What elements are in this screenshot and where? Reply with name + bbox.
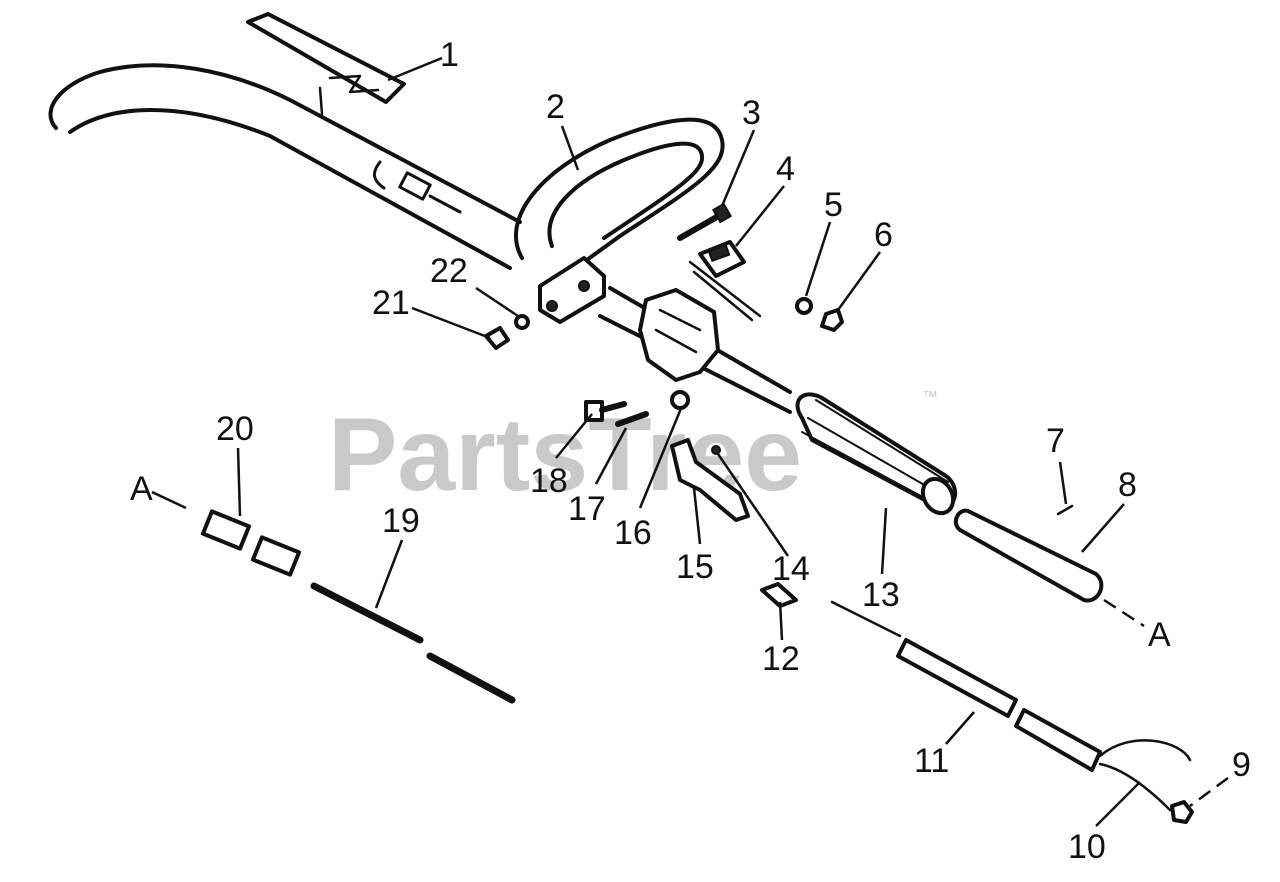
part-9-nut[interactable] [1170,800,1194,824]
reference-right: A [1148,616,1171,654]
part-5-nut[interactable] [795,297,813,315]
part-20-sleeve[interactable] [200,509,302,577]
callout-14[interactable]: 14 [772,550,810,588]
part-13-grip[interactable] [795,392,960,518]
callout-7[interactable]: 7 [1046,422,1065,460]
part-6-locknut[interactable] [820,308,844,332]
callout-20[interactable]: 20 [216,410,254,448]
callout-10[interactable]: 10 [1068,828,1106,866]
callout-12[interactable]: 12 [762,640,800,678]
callout-6[interactable]: 6 [874,216,893,254]
part-11-throttle-cable[interactable] [830,600,1192,812]
callout-13[interactable]: 13 [862,576,900,614]
callout-17[interactable]: 17 [568,490,606,528]
callout-3[interactable]: 3 [742,94,761,132]
part-1-label-decal[interactable] [246,12,406,116]
callout-19[interactable]: 19 [382,502,420,540]
part-14-spring[interactable] [711,445,721,455]
reference-left: A [130,470,153,508]
callout-11[interactable]: 11 [914,742,949,780]
callout-8[interactable]: 8 [1118,466,1137,504]
part-22-nut[interactable] [514,314,530,330]
part-2-loop-handle[interactable] [514,117,725,324]
watermark-trademark: ™ [922,389,938,406]
throttle-housing[interactable] [638,288,720,382]
callout-2[interactable]: 2 [546,88,565,126]
callout-16[interactable]: 16 [614,514,652,552]
part-16-nut[interactable] [670,390,690,410]
part-3-screw[interactable] [677,202,733,241]
callout-21[interactable]: 21 [372,284,410,322]
part-8-tube[interactable] [953,504,1104,603]
callout-22[interactable]: 22 [430,252,468,290]
leader-lines [151,56,1229,827]
callout-18[interactable]: 18 [530,462,568,500]
part-17-screw[interactable] [615,411,649,427]
part-19-drive-shaft[interactable] [310,582,516,704]
part-18-screw[interactable] [584,400,627,422]
callout-1[interactable]: 1 [440,36,459,74]
callout-5[interactable]: 5 [824,186,843,224]
part-15-throttle-trigger[interactable] [670,438,750,522]
part-21-clamp[interactable] [484,326,510,350]
callout-4[interactable]: 4 [776,150,795,188]
callout-9[interactable]: 9 [1232,746,1251,784]
part-4-switch[interactable] [688,240,762,322]
part-12-clip[interactable] [760,582,798,608]
callout-15[interactable]: 15 [676,548,714,586]
